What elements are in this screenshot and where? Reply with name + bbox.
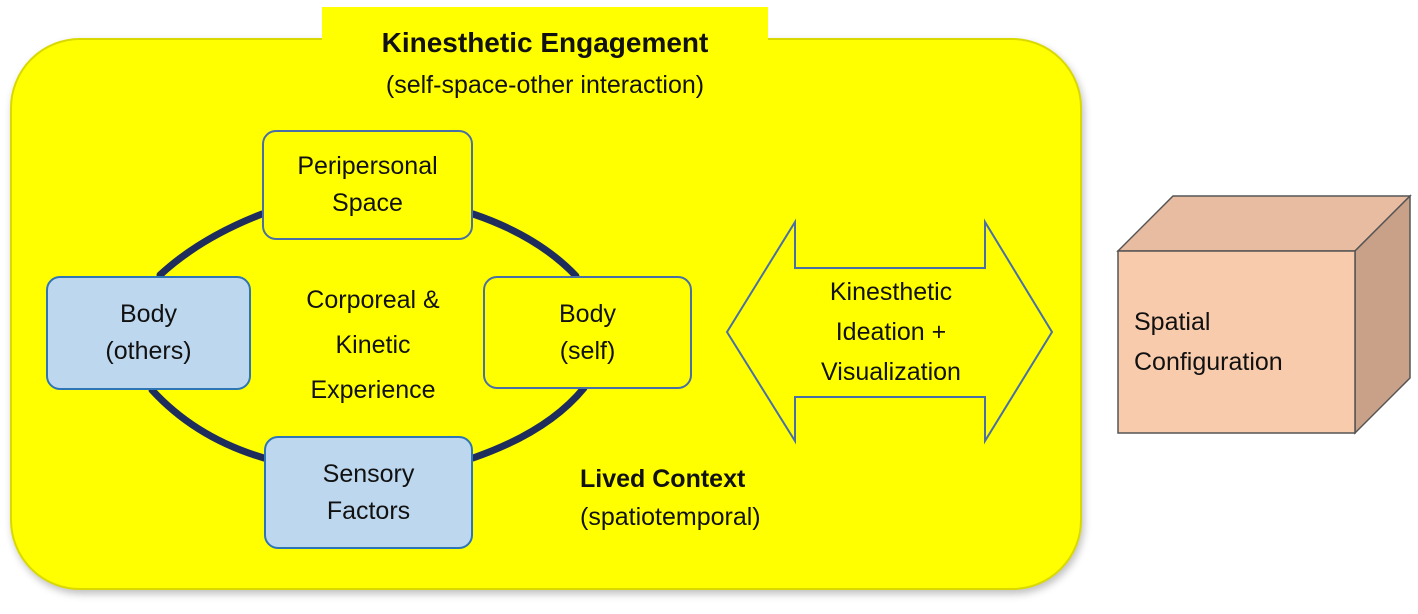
node-sensory-line2: Factors (326, 496, 411, 525)
node-body-self-line1: Body (559, 299, 616, 328)
arrow-label: Kinesthetic Ideation + Visualization (780, 272, 1002, 392)
ring-arc-bottom-left (148, 386, 268, 462)
arrow-label-line3: Visualization (821, 358, 961, 386)
arrow-label-line2: Ideation + (835, 318, 947, 346)
diagram-title: Kinesthetic Engagement (381, 27, 709, 58)
cube-label-line1: Spatial (1134, 308, 1211, 336)
cube-front-face (1117, 250, 1356, 434)
node-peripersonal-line1: Peripersonal (297, 152, 438, 180)
lived-context-subtitle: (spatiotemporal) (580, 503, 761, 531)
node-sensory-factors: Sensory Factors (264, 436, 473, 549)
diagram-subtitle: (self-space-other interaction) (385, 71, 705, 99)
center-label: Corporeal & Kinetic Experience (278, 278, 468, 413)
double-headed-arrow (725, 218, 1054, 445)
lived-context-title: Lived Context (580, 465, 746, 493)
center-label-line3: Experience (310, 376, 436, 404)
arrow-label-line1: Kinesthetic (829, 278, 953, 306)
center-label-line1: Corporeal & (306, 286, 440, 314)
ring-arc-top-right (469, 210, 580, 280)
spatial-cube (1116, 194, 1412, 435)
node-body-self-line2: (self) (559, 336, 616, 365)
node-body-others: Body (others) (46, 276, 251, 390)
node-sensory-line1: Sensory (322, 459, 415, 488)
node-peripersonal-line2: Space (332, 189, 403, 217)
lived-context-label: Lived Context (spatiotemporal) (580, 460, 761, 536)
cube-label: Spatial Configuration (1134, 302, 1283, 382)
ring-arc-bottom-right (469, 384, 588, 462)
node-body-self: Body (self) (483, 276, 692, 389)
node-body-others-line2: (others) (105, 337, 192, 365)
node-peripersonal-space: Peripersonal Space (262, 130, 473, 240)
node-body-others-line1: Body (120, 300, 177, 328)
title-tab: Kinesthetic Engagement (self-space-other… (322, 7, 768, 105)
cube-label-line2: Configuration (1134, 348, 1283, 376)
center-label-line2: Kinetic (335, 331, 411, 359)
ring-arc-top-left (156, 210, 266, 279)
